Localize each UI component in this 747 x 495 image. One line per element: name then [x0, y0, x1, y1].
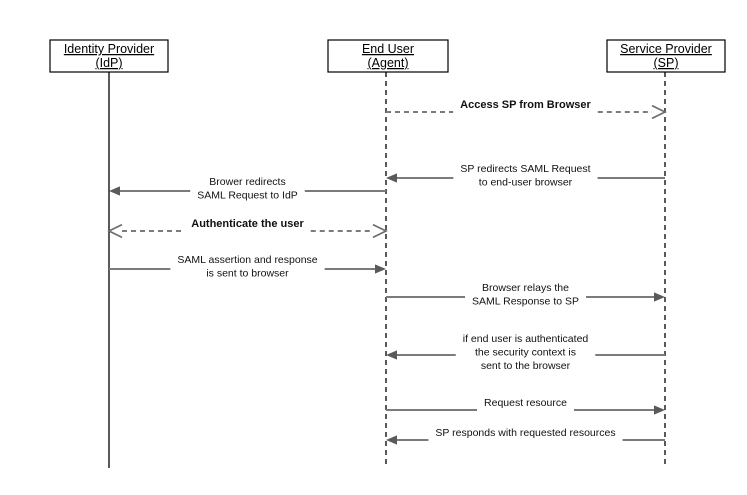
- message-label-m6-line2: SAML Response to SP: [472, 296, 579, 308]
- message-m8[interactable]: Request resource: [386, 397, 665, 415]
- arrowhead-right-m6: [654, 292, 665, 302]
- participant-box-frame-idp: [49, 39, 169, 73]
- message-label-m5-line2: is sent to browser: [206, 268, 289, 280]
- participant-label-enduser-line2: (Agent): [368, 56, 409, 70]
- participants-layer: Identity Provider(IdP) End User(Agent) Ser…: [49, 39, 726, 73]
- message-label-m1-line1: Access SP from Browser: [460, 99, 591, 111]
- message-label-m2-line1: SP redirects SAML Request: [460, 163, 590, 175]
- message-label-m7-line2: the security context is: [475, 347, 576, 359]
- message-m2[interactable]: SP redirects SAML Request to end-user bro…: [386, 163, 665, 189]
- message-m7[interactable]: if end user is authenticated the security…: [386, 333, 665, 372]
- message-label-m3-line2: SAML Request to IdP: [197, 190, 298, 202]
- messages-layer: Access SP from Browser SP redirects SAML …: [107, 99, 667, 445]
- participant-box-enduser[interactable]: End User(Agent): [327, 39, 449, 73]
- message-label-m7-line3: sent to the browser: [481, 360, 571, 372]
- message-label-m7-line1: if end user is authenticated: [463, 333, 589, 345]
- participant-label-idp-line1: Identity Provider: [64, 42, 154, 56]
- message-label-m2-line2: to end-user browser: [479, 177, 573, 189]
- arrowhead-right-m4: [372, 223, 388, 239]
- message-m1[interactable]: Access SP from Browser: [386, 99, 667, 120]
- message-label-m3-line1: Brower redirects: [209, 176, 285, 188]
- participant-box-idp[interactable]: Identity Provider(IdP): [49, 39, 169, 73]
- participant-label-sp-line2: (SP): [654, 56, 679, 70]
- arrowhead-left-m2: [386, 173, 397, 183]
- lifelines-layer: [108, 72, 666, 468]
- message-label-m6-line1: Browser relays the: [482, 282, 569, 294]
- arrowhead-right-m1: [651, 104, 667, 120]
- participant-label-idp-line2: (IdP): [95, 56, 122, 70]
- arrowhead-left-m7: [386, 350, 397, 360]
- arrowhead-left-m4: [107, 223, 123, 239]
- participant-label-enduser-line1: End User: [362, 42, 414, 56]
- message-label-m8-line1: Request resource: [484, 397, 567, 409]
- arrowhead-right-m8: [654, 405, 665, 415]
- participant-label-sp-line1: Service Provider: [620, 42, 712, 56]
- arrowhead-left-m3: [109, 186, 120, 196]
- message-label-m5-line1: SAML assertion and response: [177, 254, 317, 266]
- message-label-m9-line1: SP responds with requested resources: [435, 427, 615, 439]
- participant-box-sp[interactable]: Service Provider(SP): [606, 39, 726, 73]
- message-m4[interactable]: Authenticate the user: [107, 218, 388, 239]
- participant-box-frame-enduser: [327, 39, 449, 73]
- message-m9[interactable]: SP responds with requested resources: [386, 427, 665, 445]
- arrowhead-left-m9: [386, 435, 397, 445]
- message-m5[interactable]: SAML assertion and response is sent to br…: [109, 254, 386, 280]
- arrowhead-right-m5: [375, 264, 386, 274]
- participant-box-frame-sp: [606, 39, 726, 73]
- message-label-m4-line1: Authenticate the user: [191, 218, 304, 230]
